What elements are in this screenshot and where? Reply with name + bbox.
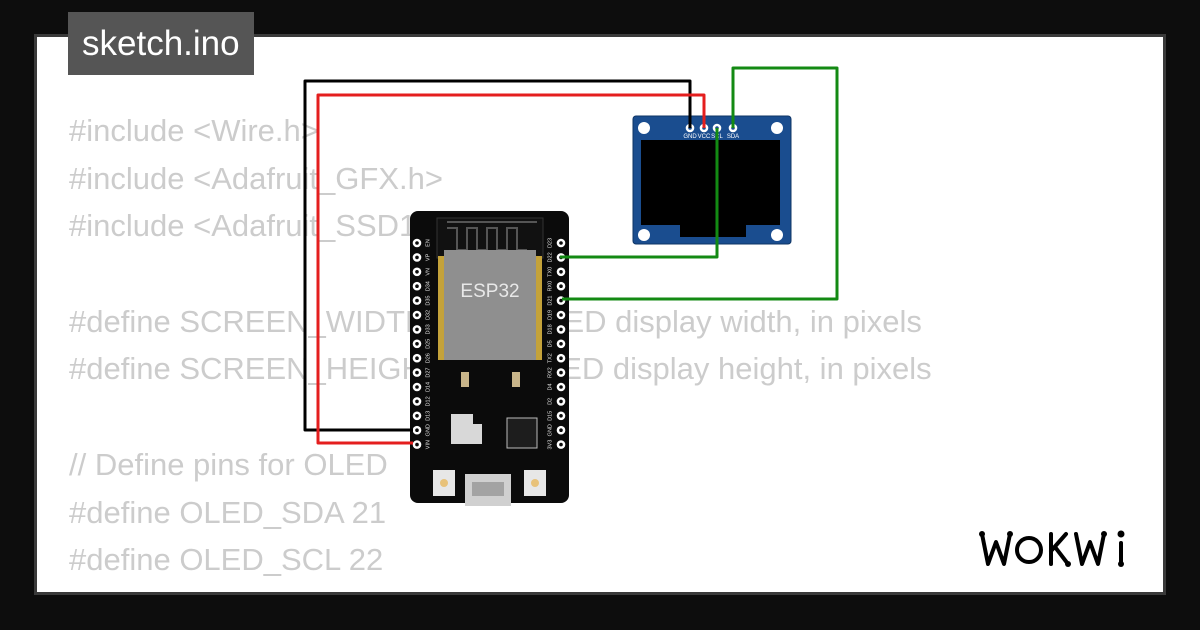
esp32-pin-label: EN: [425, 239, 431, 247]
esp32-pin-label: D35: [425, 296, 431, 306]
esp32-pin-label: RX0: [547, 281, 553, 292]
usb-uart-chip: [506, 417, 538, 449]
preview-card: #include <Wire.h>#include <Adafruit_GFX.…: [34, 34, 1166, 595]
esp32-pin-label: TX2: [547, 353, 553, 363]
wire-gnd[interactable]: [303, 79, 692, 432]
esp32-board[interactable]: ESP32 ENVPVND34D35D32D33D25D26D27D14D12D…: [410, 211, 569, 506]
code-line: #define OLED_SCL 22: [69, 542, 384, 578]
esp32-pin-label: D22: [547, 252, 553, 262]
wokwi-logo-icon: [979, 530, 1125, 567]
esp32-pin-label: D26: [425, 353, 431, 363]
esp32-pin-label: D18: [547, 324, 553, 334]
code-line: // Define pins for OLED: [69, 446, 388, 482]
esp32-pin-label: D23: [547, 238, 553, 248]
esp32-pin-label: D34: [425, 281, 431, 291]
code-line: #define OLED_SDA 21: [69, 494, 387, 530]
esp32-pin-label: D32: [425, 310, 431, 320]
code-line: #include <Wire.h>: [69, 113, 319, 148]
esp32-pin-label: GND: [547, 424, 553, 436]
esp32-pin-label: D19: [547, 310, 553, 320]
esp32-pin-label: D27: [425, 368, 431, 378]
esp32-pin-label: GND: [425, 424, 431, 436]
esp32-pin-label: D21: [547, 296, 553, 306]
esp32-pin-label: VN: [425, 268, 431, 276]
esp32-pin-label: VIN: [425, 440, 431, 449]
esp32-pin-label: D33: [425, 324, 431, 334]
file-tab[interactable]: sketch.ino: [68, 12, 254, 75]
esp32-pin-label: D15: [547, 411, 553, 421]
esp32-pin-label: 3V3: [547, 440, 553, 450]
esp32-chip-label: ESP32: [460, 281, 519, 302]
esp32-pin-label: D5: [547, 340, 553, 347]
esp32-pin-label: D12: [425, 396, 431, 406]
esp32-pin-label: D4: [547, 383, 553, 390]
oled-pin-label: GND: [683, 134, 697, 140]
esp32-pin-label: D2: [547, 398, 553, 405]
esp32-pin-label: D25: [425, 339, 431, 349]
wires: [303, 66, 839, 445]
wire-sda[interactable]: [562, 66, 839, 301]
oled-pin-label: VCC: [698, 134, 711, 140]
esp32-pin-label: D13: [425, 411, 431, 421]
code-line: #define OLED_RST 16: [69, 584, 932, 592]
esp32-pin-label: D14: [425, 382, 431, 392]
esp32-pin-label: TX0: [547, 267, 553, 277]
esp32-chip: [444, 250, 536, 360]
wire-scl[interactable]: [560, 128, 719, 259]
oled-screen: [641, 140, 780, 225]
wire-vcc[interactable]: [316, 93, 706, 445]
esp32-pin-label: RX2: [547, 367, 553, 378]
oled-pin-label: SDA: [727, 134, 739, 140]
esp32-pin-label: VP: [425, 253, 431, 261]
